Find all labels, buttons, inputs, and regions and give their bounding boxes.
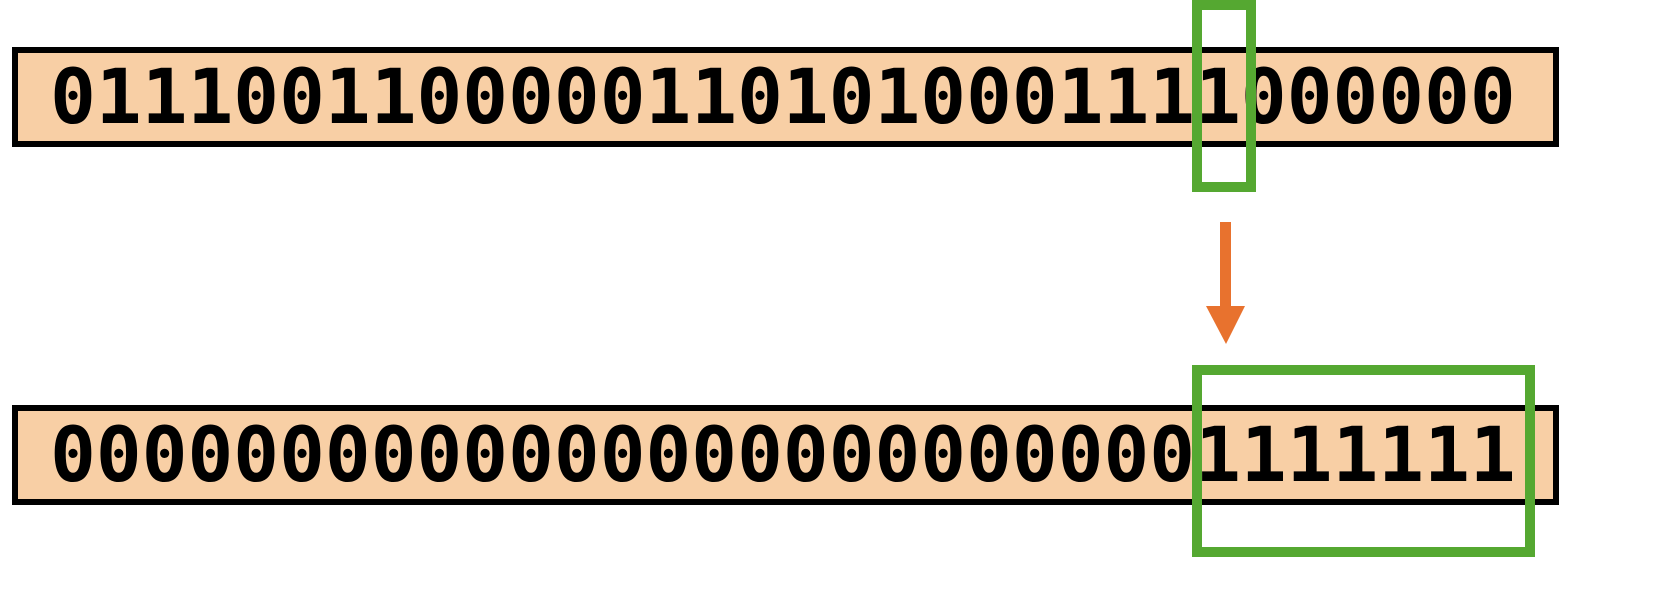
bit: 0	[462, 52, 509, 141]
bit: 0	[1149, 410, 1196, 499]
bit: 0	[828, 410, 875, 499]
bit: 1	[1378, 410, 1425, 499]
bit: 0	[1286, 52, 1333, 141]
bit: 0	[1378, 52, 1425, 141]
bit: 0	[920, 52, 967, 141]
bit: 0	[874, 410, 921, 499]
bit: 0	[966, 52, 1012, 141]
bit: 1	[874, 52, 921, 141]
bit: 1	[645, 52, 692, 141]
bit: 0	[233, 52, 280, 141]
bit: 1	[1195, 52, 1241, 141]
bit: 0	[599, 52, 646, 141]
bit: 0	[737, 410, 783, 499]
bit: 0	[1011, 410, 1058, 499]
bit: 1	[324, 52, 371, 141]
bit: 0	[233, 410, 280, 499]
bit: 0	[1469, 52, 1516, 141]
bit: 0	[370, 410, 417, 499]
bit: 0	[691, 410, 738, 499]
bit: 0	[50, 52, 96, 141]
bit: 0	[324, 410, 371, 499]
bit: 1	[95, 52, 142, 141]
bit: 0	[920, 410, 967, 499]
bit: 1	[782, 52, 829, 141]
bit: 0	[95, 410, 142, 499]
down-arrow-icon	[1206, 222, 1245, 344]
bit: 0	[1057, 410, 1104, 499]
bit: 0	[462, 410, 509, 499]
bit: 0	[553, 410, 600, 499]
bit: 0	[508, 52, 554, 141]
bit: 0	[645, 410, 692, 499]
bit: 1	[1286, 410, 1333, 499]
bit: 1	[1149, 52, 1196, 141]
bit: 1	[187, 52, 234, 141]
bit: 0	[553, 52, 600, 141]
bit: 0	[1011, 52, 1058, 141]
bit: 0	[828, 52, 875, 141]
bit: 0	[50, 410, 96, 499]
bit: 1	[1057, 52, 1104, 141]
bit: 1	[691, 52, 738, 141]
bit: 1	[1195, 410, 1241, 499]
bit: 0	[1332, 52, 1379, 141]
bit: 0	[187, 410, 234, 499]
bit: 1	[1103, 52, 1150, 141]
bit: 0	[279, 410, 325, 499]
bit: 0	[141, 410, 188, 499]
bit: 0	[1424, 52, 1470, 141]
bit: 1	[1469, 410, 1516, 499]
bit: 0	[508, 410, 554, 499]
bit: 1	[370, 52, 417, 141]
bottom-highlight-box	[1192, 365, 1535, 557]
bit: 1	[1240, 410, 1287, 499]
top-highlight-box	[1192, 0, 1256, 192]
bit: 0	[279, 52, 325, 141]
bit: 1	[1424, 410, 1470, 499]
bit: 1	[1332, 410, 1379, 499]
bit: 0	[737, 52, 783, 141]
bit: 0	[782, 410, 829, 499]
bit: 0	[599, 410, 646, 499]
bit: 0	[416, 52, 463, 141]
bit: 0	[1103, 410, 1150, 499]
bit: 0	[966, 410, 1012, 499]
bit: 0	[416, 410, 463, 499]
bit: 1	[141, 52, 188, 141]
